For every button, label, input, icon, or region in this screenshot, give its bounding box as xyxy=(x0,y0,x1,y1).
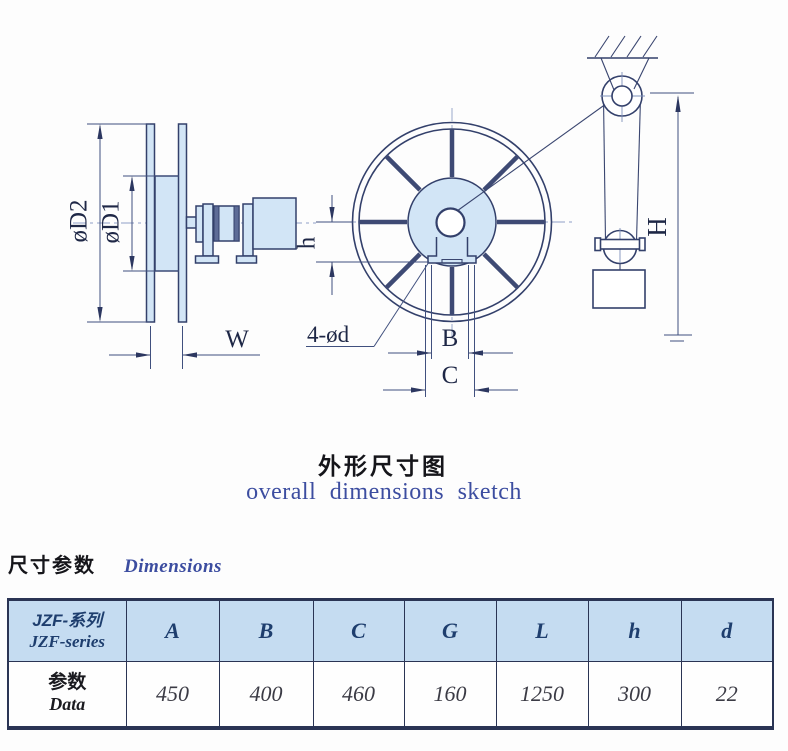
value-B: 400 xyxy=(218,661,314,728)
bearing-disc xyxy=(195,205,204,243)
hub-bracket xyxy=(427,237,477,264)
series-label-zh: JZF-系列 xyxy=(32,610,103,630)
value-L: 1250 xyxy=(495,661,589,728)
value-A: 450 xyxy=(125,661,220,728)
table-section-heading: 尺寸参数 Dimensions xyxy=(8,549,222,578)
column-header-d: d xyxy=(680,599,774,662)
value-C: 460 xyxy=(312,661,405,728)
dimension-b-c: B C xyxy=(383,265,518,397)
label-h-big: H xyxy=(642,217,672,237)
label-dia-d1: øD1 xyxy=(98,200,125,243)
bearing-base-1 xyxy=(194,255,220,264)
value-G: 160 xyxy=(403,661,497,728)
dimension-h-small: h xyxy=(294,195,429,295)
reel-front-view xyxy=(336,95,618,338)
sketch-title-zh: 外形尺寸图 xyxy=(318,453,448,479)
weight-block xyxy=(592,269,646,309)
section-title-zh: 尺寸参数 xyxy=(8,555,96,577)
column-header-L: L xyxy=(495,599,589,662)
bearing-stand-1 xyxy=(202,203,214,257)
sketch-title-en: overall dimensions sketch xyxy=(246,479,522,505)
coupling-flange-right xyxy=(233,205,240,242)
axle-cap-right xyxy=(638,237,646,252)
pulley-axle-bar xyxy=(596,238,644,250)
overall-dimensions-sketch: øD2 øD1 W xyxy=(66,35,694,397)
column-header-B: B xyxy=(218,599,314,662)
leader-four-d: 4-ød xyxy=(306,261,430,347)
data-label-cell: 参数 Data xyxy=(7,661,127,728)
dimension-d2: øD2 xyxy=(66,123,150,323)
belt-left xyxy=(602,97,607,242)
axle-cap-left xyxy=(594,237,602,252)
data-label-zh: 参数 xyxy=(48,671,87,693)
wheel-spokes xyxy=(359,129,545,315)
label-h-small: h xyxy=(294,236,321,249)
section-title-en: Dimensions xyxy=(124,556,222,577)
series-label-en: JZF-series xyxy=(29,632,106,651)
column-header-G: G xyxy=(403,599,497,662)
cable-line xyxy=(456,95,618,212)
hub-bracket-notch xyxy=(441,258,463,263)
label-w: W xyxy=(225,326,249,353)
table-header-row: JZF-系列 JZF-series A B C G L h d xyxy=(7,599,774,662)
dimension-h-big: H xyxy=(642,92,694,342)
hub-center-hole xyxy=(435,207,466,238)
reel-drum xyxy=(154,175,180,272)
coupling-flange-left xyxy=(213,205,220,242)
dimensions-table: JZF-系列 JZF-series A B C G L h d 参数 Data … xyxy=(7,598,774,730)
dimension-d1: øD1 xyxy=(98,175,179,272)
table-data-row: 参数 Data 450 400 460 160 1250 300 22 xyxy=(7,661,774,728)
bearing-stand-2 xyxy=(242,203,254,257)
value-d: 22 xyxy=(680,661,774,728)
ceiling-hatch xyxy=(594,35,658,58)
reel-flange-left xyxy=(145,123,156,323)
pulley-load-view xyxy=(587,35,658,309)
series-header-cell: JZF-系列 JZF-series xyxy=(7,599,127,662)
value-h: 300 xyxy=(587,661,682,728)
hanger-bracket-left xyxy=(600,57,615,91)
label-b: B xyxy=(442,325,459,352)
reel-side-view xyxy=(73,123,316,323)
label-c: C xyxy=(442,362,459,389)
hanger-bracket-right xyxy=(633,57,650,90)
column-header-A: A xyxy=(125,599,220,662)
belt-right xyxy=(635,97,642,242)
label-dia-d2: øD2 xyxy=(66,199,93,242)
reel-flange-right xyxy=(177,123,188,323)
motor-box xyxy=(252,197,297,250)
column-header-C: C xyxy=(312,599,405,662)
upper-pulley-hub xyxy=(611,85,633,107)
dimension-w: W xyxy=(109,326,260,369)
data-label-en: Data xyxy=(49,694,86,715)
bearing-base-2 xyxy=(235,255,258,264)
label-four-dia-d: 4-ød xyxy=(307,322,350,347)
column-header-h: h xyxy=(587,599,682,662)
